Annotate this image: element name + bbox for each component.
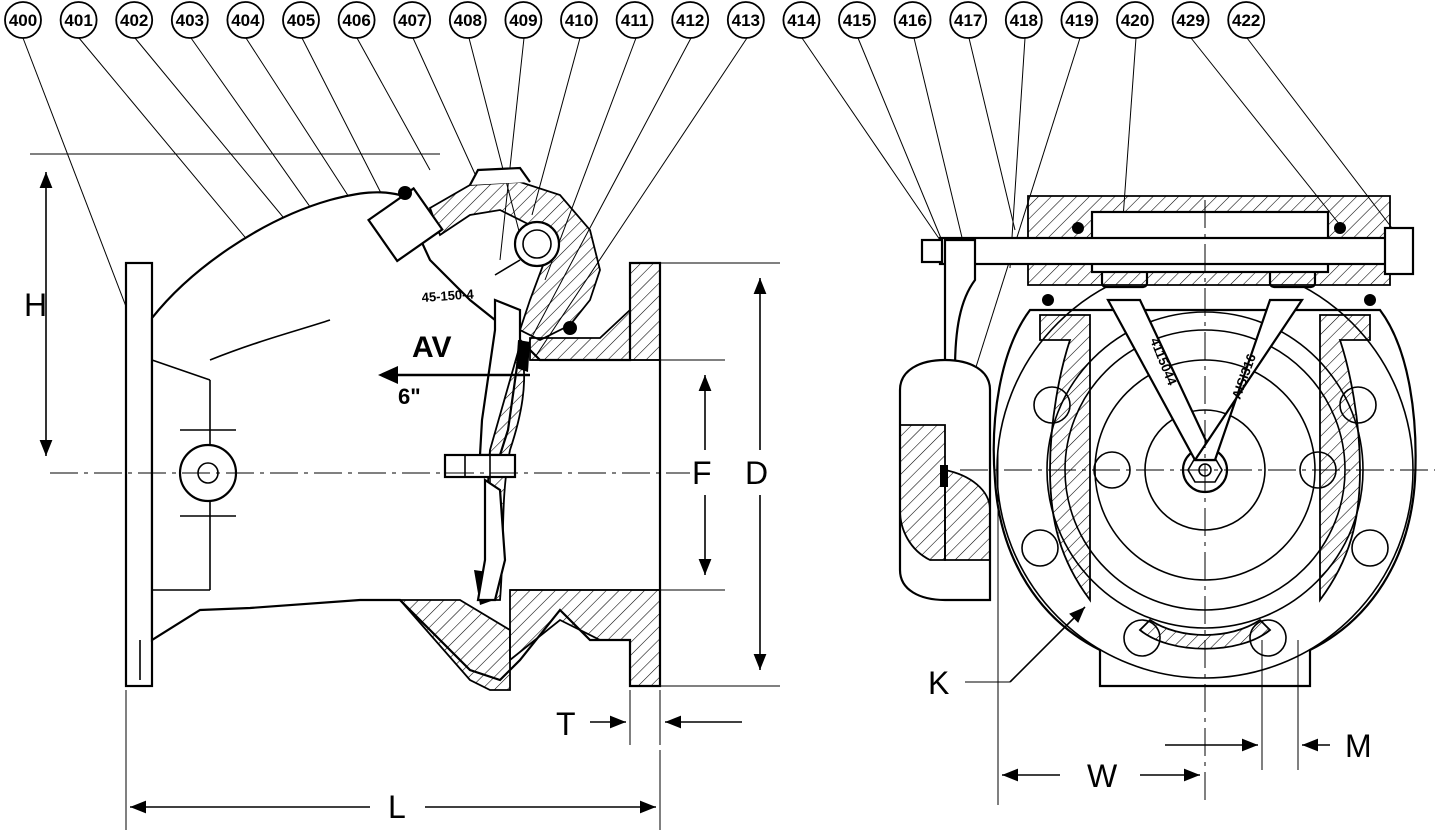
- dim-label-K: K: [928, 665, 949, 701]
- dim-label-D: D: [745, 455, 768, 491]
- callout-circle: [170, 1, 209, 39]
- callout-404: 404: [226, 1, 265, 39]
- side-section-view: [50, 166, 690, 691]
- callout-419: 419: [1060, 1, 1099, 39]
- callout-circle: [615, 1, 654, 39]
- callout-label: 405: [287, 11, 315, 30]
- callout-label: 400: [9, 11, 37, 30]
- callout-circle: [115, 1, 154, 39]
- callout-403: 403: [170, 1, 209, 39]
- callout-label: 414: [787, 11, 816, 30]
- front-view: [898, 195, 1435, 805]
- dim-label-H: H: [24, 287, 47, 323]
- callout-circle: [838, 1, 876, 39]
- callout-401: 401: [59, 1, 98, 39]
- callout-label: 415: [843, 11, 871, 30]
- callout-label: 408: [454, 11, 482, 30]
- callout-circle: [282, 1, 320, 39]
- callout-circle: [560, 1, 598, 39]
- callout-label: 403: [176, 11, 204, 30]
- dim-label-W: W: [1087, 758, 1118, 794]
- dim-label-L: L: [388, 789, 406, 825]
- callout-label: 406: [342, 11, 370, 30]
- dim-label-M: M: [1345, 728, 1372, 764]
- model-cast-label: 45-150-4: [421, 286, 475, 305]
- callout-circle: [448, 1, 487, 39]
- callout-circle: [59, 1, 98, 39]
- dimension-lines-left: [30, 153, 780, 830]
- callout-412: 412: [671, 1, 710, 39]
- callout-circle: [782, 1, 821, 39]
- callout-label: 401: [64, 11, 92, 30]
- size-cast-label: 6": [398, 384, 421, 409]
- dim-label-T: T: [556, 706, 576, 742]
- callout-label: 404: [231, 11, 260, 30]
- callout-411: 411: [615, 1, 654, 39]
- callout-408: 408: [448, 1, 487, 39]
- callout-429: 429: [1171, 1, 1210, 39]
- callout-label: 418: [1010, 11, 1038, 30]
- callout-label: 416: [898, 11, 926, 30]
- callout-422: 422: [1227, 1, 1266, 39]
- callout-label: 417: [954, 11, 982, 30]
- callout-417: 417: [949, 1, 988, 39]
- callout-409: 409: [504, 1, 543, 39]
- callout-406: 406: [337, 1, 376, 39]
- callout-label: 412: [676, 11, 704, 30]
- callout-label: 402: [120, 11, 148, 30]
- callout-label: 407: [398, 11, 426, 30]
- callout-circle: [1116, 1, 1154, 39]
- callout-circle: [337, 1, 376, 39]
- callout-415: 415: [838, 1, 876, 39]
- callout-circle: [504, 1, 543, 39]
- callout-413: 413: [726, 1, 765, 39]
- callout-label: 419: [1065, 11, 1093, 30]
- callout-circle: [949, 1, 988, 39]
- callout-label: 429: [1176, 11, 1204, 30]
- callout-circle: [726, 1, 765, 39]
- callout-label: 411: [621, 11, 648, 30]
- callout-circle: [1060, 1, 1099, 39]
- callout-circle: [893, 1, 932, 39]
- callout-400: 400: [4, 1, 42, 39]
- callout-416: 416: [893, 1, 932, 39]
- callout-418: 418: [1004, 1, 1043, 39]
- callout-circle: [393, 1, 432, 39]
- callout-405: 405: [282, 1, 320, 39]
- callout-label: 410: [565, 11, 593, 30]
- callout-circle: [226, 1, 265, 39]
- dimension-lines-right: [965, 606, 1330, 782]
- callout-420: 420: [1116, 1, 1154, 39]
- dim-label-F: F: [692, 455, 712, 491]
- callout-circle: [1171, 1, 1210, 39]
- callout-407: 407: [393, 1, 432, 39]
- logo-cast-label: AV: [412, 331, 451, 364]
- callout-label: 409: [509, 11, 537, 30]
- callout-label: 413: [732, 11, 760, 30]
- callout-group: 400 401 402 403 404 405 406 407 408 409 410 411 412 4…: [4, 1, 1266, 39]
- callout-414: 414: [782, 1, 821, 39]
- callout-402: 402: [115, 1, 154, 39]
- callout-label: 422: [1232, 11, 1260, 30]
- callout-label: 420: [1121, 11, 1149, 30]
- callout-circle: [1004, 1, 1043, 39]
- callout-410: 410: [560, 1, 598, 39]
- callout-circle: [1227, 1, 1266, 39]
- callout-circle: [671, 1, 710, 39]
